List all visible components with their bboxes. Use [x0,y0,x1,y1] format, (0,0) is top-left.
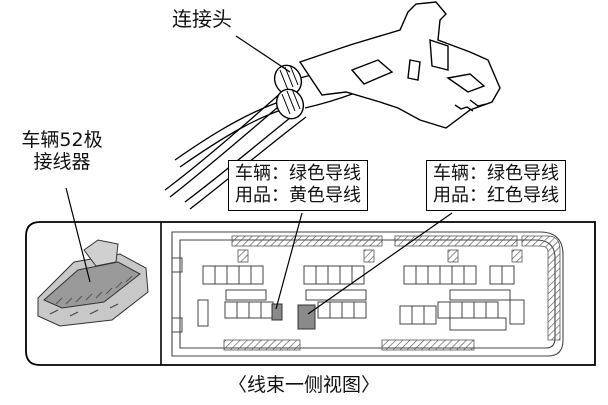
vehicle-connector-thumbnail [37,239,149,327]
left-callout-leader [275,212,303,310]
right-callout-accessory-wire: 用品：红色导线 [433,185,559,206]
right-callout-leader [307,212,453,315]
right-callout-vehicle-wire: 车辆：绿色导线 [433,163,559,184]
vehicle-connector-label-line2: 接线器 [33,150,91,173]
connector-head-label: 连接头 [172,7,232,31]
left-callout-box: 车辆：绿色导线 用品：黄色导线 [228,160,368,211]
left-callout-accessory-wire: 用品：黄色导线 [235,185,361,206]
right-callout-box: 车辆：绿色导线 用品：红色导线 [426,160,566,211]
connector-head-leader [235,35,291,73]
vehicle-connector-label: 车辆52极 接线器 [6,129,118,174]
highlighted-pin-green-red [297,304,316,330]
diagram-caption: 〈线束一侧视图〉 [227,374,380,396]
vehicle-connector-label-line1: 车辆52极 [21,129,103,151]
connector-head-body [298,1,501,129]
face-notches [171,257,209,333]
inline-connector [273,64,305,120]
left-callout-vehicle-wire: 车辆：绿色导线 [235,163,361,184]
hatched-regions [223,235,561,351]
vehicle-connector-leader [65,187,91,283]
